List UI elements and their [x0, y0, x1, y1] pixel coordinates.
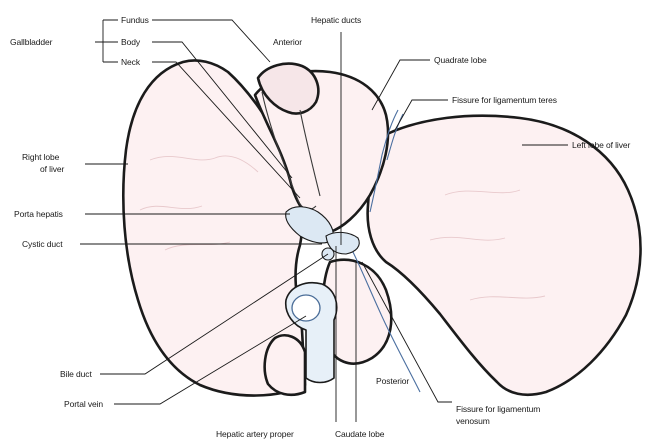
label-quadrate-lobe: Quadrate lobe — [434, 55, 487, 65]
label-anterior: Anterior — [273, 37, 302, 47]
label-right-lobe-line1: Right lobe — [22, 152, 60, 162]
label-hepatic-artery-proper: Hepatic artery proper — [216, 429, 294, 439]
inferior-right-lobe — [265, 335, 305, 394]
label-portal-vein: Portal vein — [64, 399, 103, 409]
label-bile-duct: Bile duct — [60, 369, 92, 379]
label-hepatic-ducts: Hepatic ducts — [311, 15, 361, 25]
label-fissure-lig-teres: Fissure for ligamentum teres — [452, 95, 557, 105]
label-gallbladder: Gallbladder — [10, 37, 53, 47]
portal-vein-lumen — [292, 295, 320, 321]
liver-silhouette — [123, 60, 640, 395]
label-neck: Neck — [121, 57, 141, 67]
label-porta-hepatis: Porta hepatis — [14, 209, 63, 219]
label-right-lobe-line2: of liver — [40, 164, 65, 174]
left-lobe-shape — [368, 116, 641, 395]
label-cystic-duct: Cystic duct — [22, 239, 63, 249]
label-fissure-lig-venosum-line1: Fissure for ligamentum — [456, 404, 540, 414]
label-left-lobe: Left lobe of liver — [572, 140, 630, 150]
label-fissure-lig-venosum-line2: venosum — [456, 416, 490, 426]
label-body: Body — [121, 37, 141, 47]
label-posterior: Posterior — [376, 376, 409, 386]
label-fundus: Fundus — [121, 15, 149, 25]
label-caudate-lobe: Caudate lobe — [335, 429, 385, 439]
